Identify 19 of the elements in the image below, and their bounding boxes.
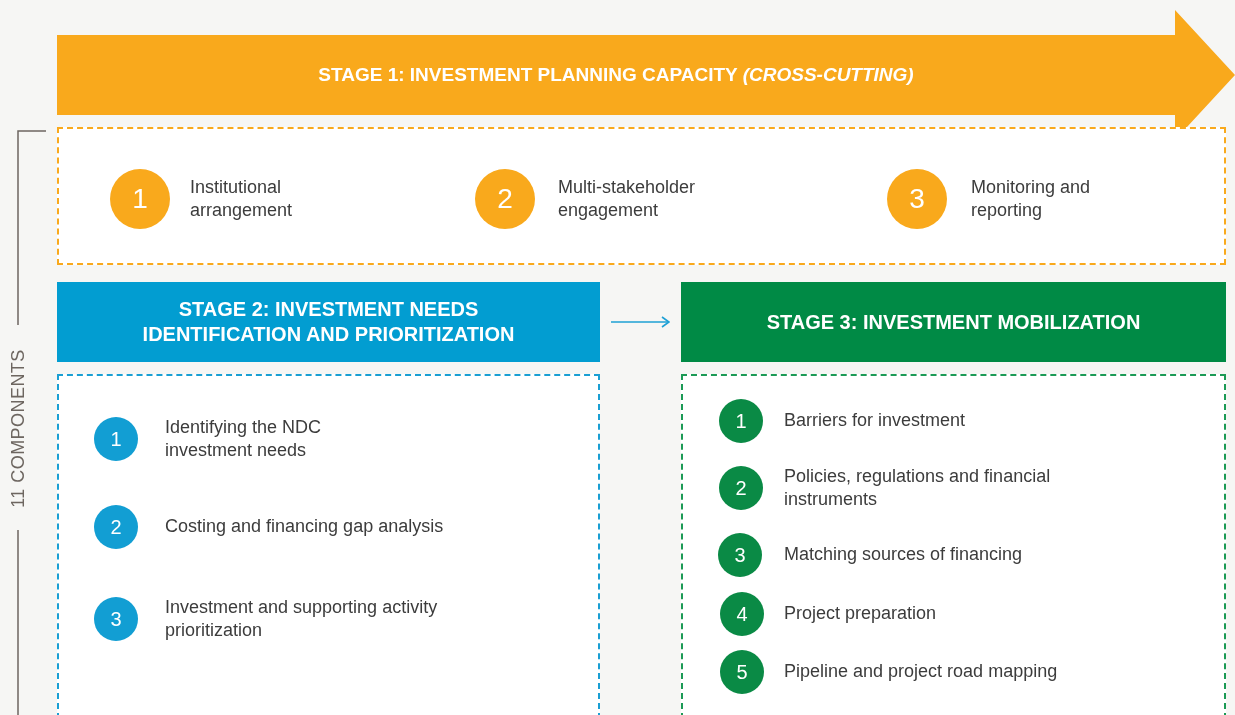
stage-title: STAGE 1: INVESTMENT PLANNING CAPACITY (CROSS-CUTTING) (318, 62, 914, 87)
arrow (610, 316, 670, 328)
dashed-panel (57, 374, 600, 715)
stage-header: STAGE 3: INVESTMENT MOBILIZATION (681, 282, 1226, 362)
item-text: Investment and supporting activity prioritization (165, 595, 439, 642)
item-text: Matching sources of financing (784, 543, 1024, 567)
dashed-panel (57, 127, 1226, 265)
bracket-label: 11 COMPONENTS (6, 348, 29, 508)
item-text: Costing and financing gap analysis (165, 515, 445, 539)
item-text: Pipeline and project road mapping (784, 660, 1059, 684)
item-text: Institutional arrangement (190, 175, 294, 222)
item-text: Monitoring and reporting (971, 175, 1092, 222)
item-text: Identifying the NDC investment needs (165, 415, 323, 462)
item-text: Barriers for investment (784, 409, 967, 433)
stage-header: STAGE 2: INVESTMENT NEEDS IDENTIFICATION AND PRIORITIZATION (57, 282, 600, 362)
item-text: Policies, regulations and financial instruments (784, 464, 1052, 511)
item-text: Multi-stakeholder engagement (558, 175, 697, 222)
item-text: Project preparation (784, 602, 938, 626)
dashed-panel (681, 374, 1226, 715)
